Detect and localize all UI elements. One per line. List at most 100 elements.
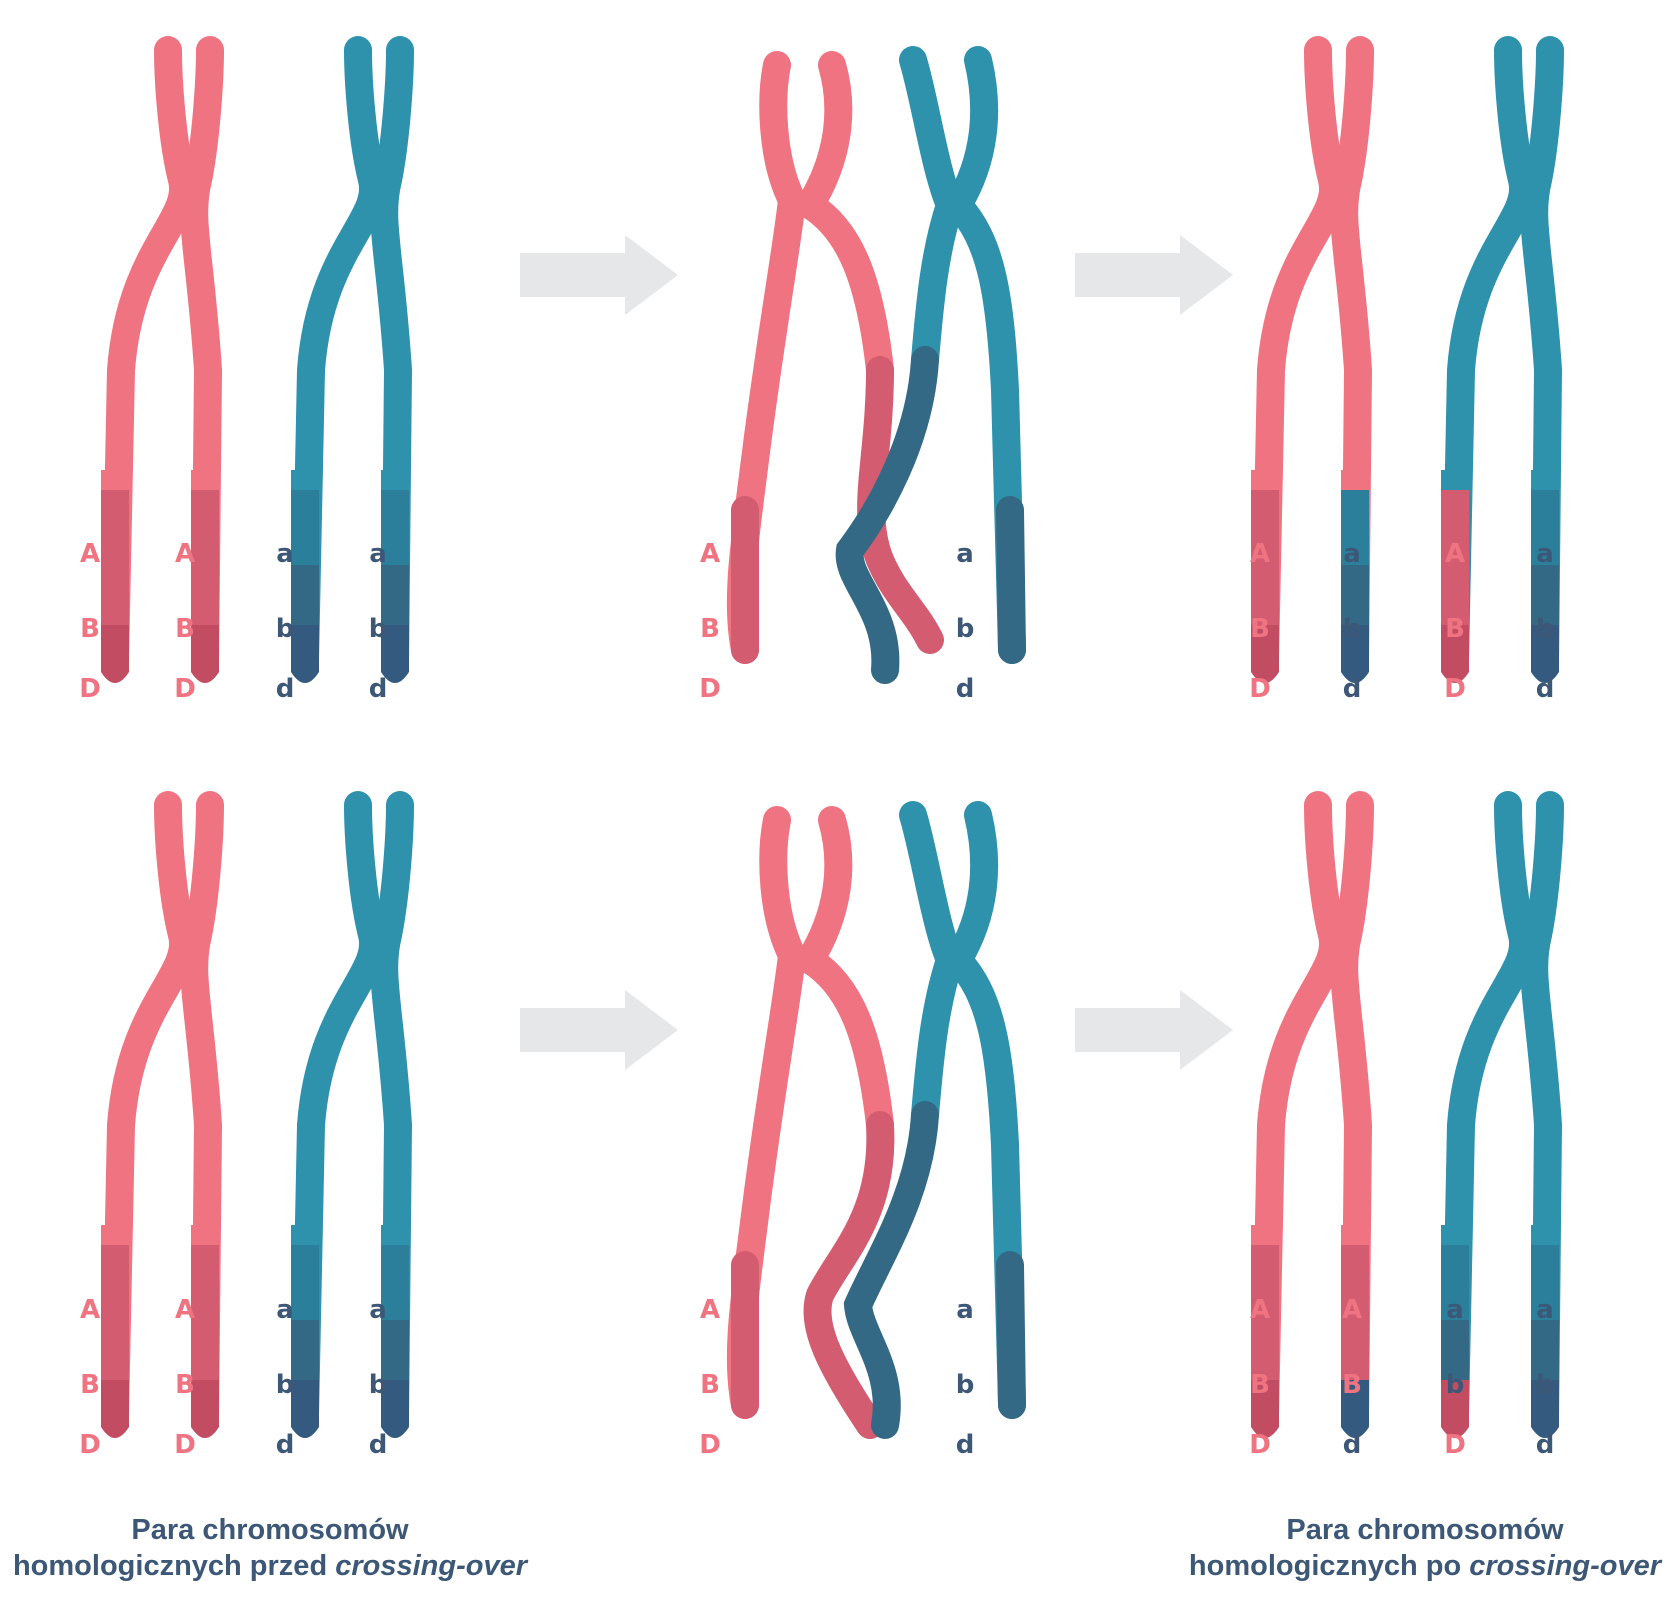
gene-label-0-after-0-1: B [1250, 614, 1270, 644]
arrow-2-row-0 [1075, 235, 1233, 315]
after-pink-chromosome-row-0-band-L-1 [1251, 565, 1279, 625]
gene-label-0-before-3-0: a [369, 539, 387, 569]
during-teal-arm-0-1 [940, 46, 1026, 664]
after-teal-chromosome-row-1-centromere [1515, 925, 1543, 945]
gene-label-1-after-1-1: B [1342, 1370, 1362, 1400]
before-pink-chromosome-row-0-centromere [175, 170, 203, 190]
gene-label-0-after-1-0: a [1343, 539, 1361, 569]
caption-before-em: crossing-over [335, 1550, 528, 1582]
before-teal-chromosome-row-0-band-L-0 [291, 490, 319, 565]
before-pink-chromosome-row-0-band-R-0 [191, 490, 219, 565]
before-pink-chromosome-row-0-band-L-1 [101, 565, 129, 625]
gene-label-1-after-2-2: D [1444, 1430, 1466, 1460]
caption-before-line2: homologicznych przed crossing-over [0, 1548, 540, 1584]
before-pink-chromosome-row-1-band-L-tip [101, 1380, 129, 1438]
gene-label-1-before-1-2: D [174, 1430, 196, 1460]
after-pink-chromosome-row-1-band-R-tip [1341, 1380, 1369, 1438]
gene-label-0-before-2-0: a [276, 539, 294, 569]
before-teal-chromosome-row-0-band-R-0 [381, 490, 409, 565]
before-teal-chromosome-row-1-band-R-0 [381, 1245, 409, 1320]
after-pink-chromosome-row-1-centromere [1325, 925, 1353, 945]
before-teal-chromosome-row-1-band-L-1 [291, 1320, 319, 1380]
during-teal-lower-0 [996, 496, 1026, 664]
gene-label-0-after-1-1: b [1343, 614, 1362, 644]
after-teal-chromosome-row-0-band-R-0 [1531, 490, 1559, 565]
caption-before-text: homologicznych przed [12, 1550, 328, 1582]
before-pink-chromosome-row-0-band-R-1 [191, 565, 219, 625]
gene-label-1-before-0-0: A [80, 1295, 100, 1325]
gene-label-0-during-0-1: B [700, 614, 720, 644]
after-pink-chromosome-row-1-band-L-0 [1251, 1245, 1279, 1320]
after-pink-chromosome-row-1-band-R-0 [1341, 1245, 1369, 1320]
gene-label-0-after-3-2: d [1536, 674, 1555, 704]
caption-after: Para chromosomów homologicznych po cross… [1170, 1512, 1680, 1584]
gene-label-1-before-3-1: b [369, 1370, 388, 1400]
before-teal-chromosome-row-1-centromere [365, 925, 393, 945]
gene-label-0-before-1-1: B [175, 614, 195, 644]
gene-label-0-after-3-1: b [1536, 614, 1555, 644]
gene-label-1-before-3-0: a [369, 1295, 387, 1325]
after-pink-chromosome-row-0-band-R-0 [1341, 490, 1369, 565]
before-teal-chromosome-row-0-band-L-1 [291, 565, 319, 625]
gene-label-0-before-2-1: b [276, 614, 295, 644]
caption-before-line1: Para chromosomów [131, 1514, 409, 1546]
gene-label-0-before-1-2: D [174, 674, 196, 704]
gene-label-0-after-1-2: d [1343, 674, 1362, 704]
after-teal-chromosome-row-0-band-R-1 [1531, 565, 1559, 625]
gene-label-1-before-2-1: b [276, 1370, 295, 1400]
during-chromosomes-row-0 [726, 46, 1026, 684]
caption-after-text: homologicznych po [1188, 1550, 1462, 1582]
caption-after-em: crossing-over [1469, 1550, 1662, 1582]
during-chromosomes-row-1 [726, 801, 1026, 1439]
during-teal-arm-1-1 [940, 801, 1026, 1419]
gene-label-1-before-1-0: A [175, 1295, 195, 1325]
before-teal-chromosome-row-0-centromere [365, 170, 393, 190]
gene-label-0-after-0-0: A [1250, 539, 1270, 569]
gene-label-0-after-2-1: B [1445, 614, 1465, 644]
gene-label-1-before-0-1: B [80, 1370, 100, 1400]
after-pink-chromosome-row-1-band-R-1 [1341, 1320, 1369, 1380]
gene-label-1-after-1-0: A [1342, 1295, 1362, 1325]
after-teal-chromosome-row-0-band-L-tip [1441, 625, 1469, 683]
before-pink-chromosome-row-0-band-R-tip [191, 625, 219, 683]
caption-before: Para chromosomów homologicznych przed cr… [0, 1512, 540, 1584]
before-teal-chromosome-row-1-band-L-0 [291, 1245, 319, 1320]
after-teal-chromosome-row-1-band-L-tip [1441, 1380, 1469, 1438]
gene-label-1-before-0-2: D [79, 1430, 101, 1460]
during-teal-lower-1 [996, 1251, 1026, 1419]
after-teal-chromosome-row-1-band-R-0 [1531, 1245, 1559, 1320]
before-teal-chromosome-row-1-band-R-1 [381, 1320, 409, 1380]
gene-label-1-after-3-0: a [1536, 1295, 1554, 1325]
after-teal-chromosome-row-1-band-L-0 [1441, 1245, 1469, 1320]
gene-label-1-before-2-0: a [276, 1295, 294, 1325]
before-teal-chromosome-row-1-band-L-tip [291, 1380, 319, 1438]
gene-label-0-before-2-2: d [276, 674, 295, 704]
before-pink-chromosome-row-0-band-L-tip [101, 625, 129, 683]
gene-label-0-during-0-0: A [700, 539, 720, 569]
gene-label-1-before-3-2: d [369, 1430, 388, 1460]
after-pink-chromosome-row-1-band-L-tip [1251, 1380, 1279, 1438]
gene-label-0-after-3-0: a [1536, 539, 1554, 569]
gene-label-0-before-0-2: D [79, 674, 101, 704]
after-pink-chromosome-row-0-band-L-tip [1251, 625, 1279, 683]
arrow-1-row-0 [520, 235, 678, 315]
gene-label-1-after-0-0: A [1250, 1295, 1270, 1325]
caption-after-line2: homologicznych po crossing-over [1170, 1548, 1680, 1584]
gene-label-1-after-3-1: b [1536, 1370, 1555, 1400]
gene-label-0-during-0-2: D [699, 674, 721, 704]
during-pink-crossing-strand-0 [857, 356, 944, 654]
before-pink-chromosome-row-1-band-L-0 [101, 1245, 129, 1320]
arrow-2-row-1 [1075, 990, 1233, 1070]
gene-label-0-after-0-2: D [1249, 674, 1271, 704]
after-pink-chromosome-row-0-centromere [1325, 170, 1353, 190]
after-pink-chromosome-row-0-band-L-0 [1251, 490, 1279, 565]
gene-label-1-before-2-2: d [276, 1430, 295, 1460]
before-pink-chromosome-row-0-band-L-0 [101, 490, 129, 565]
after-teal-chromosome-row-0-band-R-tip [1531, 625, 1559, 683]
gene-label-0-during-1-0: a [956, 539, 974, 569]
before-teal-chromosome-row-1-band-R-tip [381, 1380, 409, 1438]
after-teal-chromosome-row-1-band-R-1 [1531, 1320, 1559, 1380]
before-pink-chromosome-row-1-band-L-1 [101, 1320, 129, 1380]
gene-label-1-after-2-1: b [1446, 1370, 1465, 1400]
